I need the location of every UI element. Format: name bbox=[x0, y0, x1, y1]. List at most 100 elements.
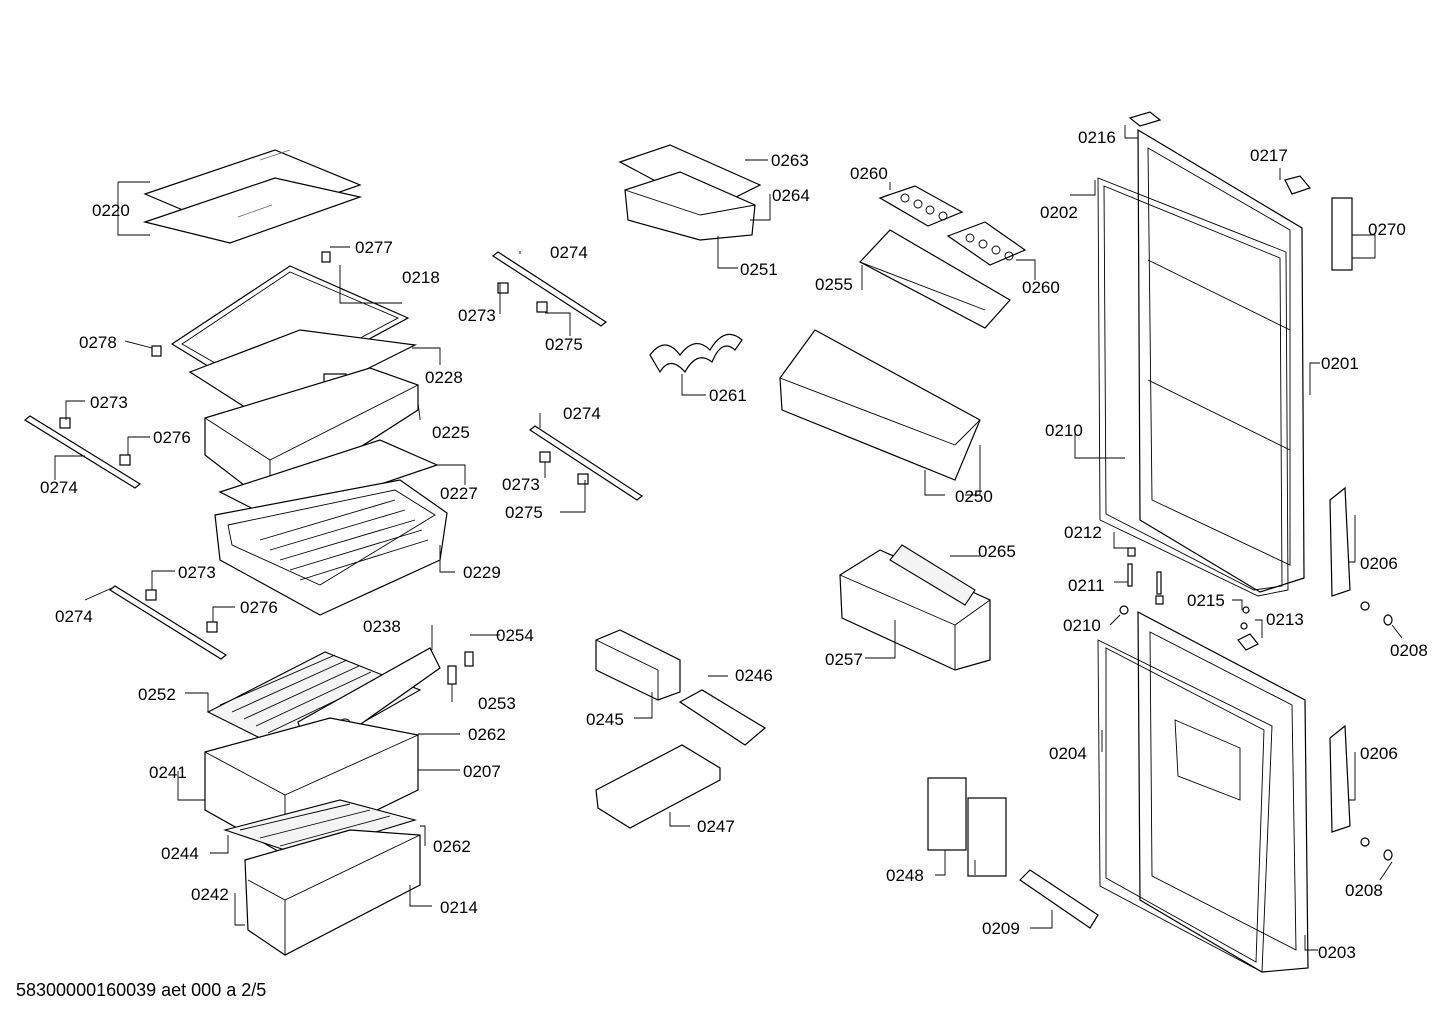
door-rack-part-0250 bbox=[779, 329, 981, 481]
callout-0248: 0248 bbox=[886, 866, 924, 885]
rail-part-0274-upper-left bbox=[23, 415, 142, 489]
callout-0278: 0278 bbox=[79, 333, 117, 352]
callout-0227: 0227 bbox=[440, 484, 478, 503]
callout-0275-mid-upper: 0275 bbox=[545, 335, 583, 354]
screw-part-0208-lower bbox=[1360, 837, 1393, 861]
document-id: 58300000160039 aet 000 a 2/5 bbox=[16, 980, 267, 1000]
door-gasket-part-0204 bbox=[1097, 639, 1273, 973]
callout-0210-upper: 0210 bbox=[1045, 421, 1083, 440]
callout-0255: 0255 bbox=[815, 275, 853, 294]
callout-0214: 0214 bbox=[440, 898, 478, 917]
callout-0274-left-lower: 0274 bbox=[55, 607, 93, 626]
callout-0208-upper: 0208 bbox=[1390, 641, 1428, 660]
callout-0273-mid-upper: 0273 bbox=[458, 306, 496, 325]
part-0254 bbox=[464, 651, 474, 667]
callout-0274-mid-upper: 0274 bbox=[550, 243, 588, 262]
box-part-0251 bbox=[624, 171, 756, 241]
callout-0207: 0207 bbox=[463, 762, 501, 781]
door-shelf-part-0255 bbox=[859, 229, 1011, 329]
callout-0203: 0203 bbox=[1318, 943, 1356, 962]
part-0253 bbox=[447, 665, 457, 685]
callout-0238: 0238 bbox=[363, 617, 401, 636]
wire-part-0244 bbox=[223, 799, 418, 856]
callout-0206-upper: 0206 bbox=[1360, 554, 1398, 573]
callout-0274-left-upper: 0274 bbox=[40, 478, 78, 497]
callout-0228: 0228 bbox=[425, 368, 463, 387]
callout-0262-upper: 0262 bbox=[468, 725, 506, 744]
callout-0211: 0211 bbox=[1068, 576, 1105, 595]
freezer-door-part-0203 bbox=[1137, 611, 1309, 973]
clip-part-0277 bbox=[321, 251, 331, 263]
callout-0253: 0253 bbox=[478, 694, 516, 713]
callout-0275-mid-lower: 0275 bbox=[505, 503, 543, 522]
callout-0263: 0263 bbox=[771, 151, 809, 170]
clip-part-0278 bbox=[151, 345, 162, 357]
egg-tray-part-0260-lower bbox=[946, 221, 1027, 266]
box-part-0245 bbox=[595, 629, 681, 701]
rail-part-0274-lower-middle bbox=[528, 425, 644, 501]
callout-0208-lower: 0208 bbox=[1345, 881, 1383, 900]
glass-shelf-part-0220 bbox=[142, 149, 363, 244]
screw-part-0208-upper bbox=[1360, 601, 1393, 626]
parts-0210-0211-0212-0213-0215 bbox=[1119, 547, 1259, 651]
callout-0262-lower: 0262 bbox=[433, 837, 471, 856]
tray-part-0247 bbox=[595, 744, 721, 829]
callout-0277: 0277 bbox=[355, 238, 393, 257]
handle-part-0206-lower bbox=[1329, 724, 1351, 833]
callout-0273-mid-lower: 0273 bbox=[502, 475, 540, 494]
callout-0201: 0201 bbox=[1321, 354, 1359, 373]
callout-0251: 0251 bbox=[740, 260, 778, 279]
callout-0216: 0216 bbox=[1078, 128, 1116, 147]
callout-0220: 0220 bbox=[92, 201, 130, 220]
callout-0229: 0229 bbox=[463, 563, 501, 582]
callout-0245: 0245 bbox=[586, 710, 624, 729]
door-gasket-part-0202 bbox=[1097, 177, 1289, 597]
callout-0260-upper: 0260 bbox=[850, 164, 888, 183]
callout-0247: 0247 bbox=[697, 817, 735, 836]
fridge-door-part-0201 bbox=[1137, 128, 1305, 593]
door-shelf-part-0257 bbox=[839, 549, 991, 671]
tray-part-0246 bbox=[678, 689, 767, 746]
callout-0260-lower: 0260 bbox=[1022, 278, 1060, 297]
insert-part-0261 bbox=[649, 333, 743, 374]
callout-0242: 0242 bbox=[191, 885, 229, 904]
callout-0210-lower: 0210 bbox=[1063, 616, 1101, 635]
handle-part-0206-upper bbox=[1329, 486, 1351, 597]
callout-0257: 0257 bbox=[825, 650, 863, 669]
part-0265 bbox=[889, 544, 976, 606]
callout-0250: 0250 bbox=[955, 487, 993, 506]
callout-0276-left-lower: 0276 bbox=[240, 598, 278, 617]
part-0216 bbox=[1128, 111, 1162, 127]
drawer-part-0242 bbox=[244, 829, 421, 956]
callout-0215: 0215 bbox=[1187, 591, 1225, 610]
crisper-drawer-part-0225 bbox=[204, 367, 419, 506]
ice-pack-part-0248 bbox=[927, 777, 1007, 877]
callout-0209: 0209 bbox=[982, 919, 1020, 938]
callout-0265: 0265 bbox=[978, 542, 1016, 561]
callout-0254: 0254 bbox=[496, 626, 534, 645]
callout-0252: 0252 bbox=[138, 685, 176, 704]
callout-0270: 0270 bbox=[1368, 220, 1406, 239]
drawer-part-0241 bbox=[204, 717, 419, 856]
callout-0202: 0202 bbox=[1040, 203, 1078, 222]
rail-part-0274-upper-middle bbox=[491, 251, 608, 327]
callout-0213: 0213 bbox=[1266, 610, 1304, 629]
freezer-drawer-part-0229 bbox=[214, 479, 448, 616]
callout-0212: 0212 bbox=[1064, 523, 1102, 542]
callout-0274-mid-lower: 0274 bbox=[563, 404, 601, 423]
callout-labels: 0220 0277 0218 0278 0228 0273 0276 0225 … bbox=[40, 128, 1428, 962]
callout-0264: 0264 bbox=[772, 186, 810, 205]
callout-0241: 0241 bbox=[149, 763, 187, 782]
callout-0273-left-upper: 0273 bbox=[90, 393, 128, 412]
callout-0273-left-lower: 0273 bbox=[178, 563, 216, 582]
hinge-cover-part-0270 bbox=[1331, 197, 1353, 271]
part-0217 bbox=[1284, 175, 1312, 195]
callout-0217: 0217 bbox=[1250, 146, 1288, 165]
callout-0276-left-upper: 0276 bbox=[153, 428, 191, 447]
egg-tray-part-0260-upper bbox=[878, 185, 964, 227]
callout-0206-lower: 0206 bbox=[1360, 744, 1398, 763]
callout-0246: 0246 bbox=[735, 666, 773, 685]
callout-0218: 0218 bbox=[402, 268, 440, 287]
panel-part-0209 bbox=[1019, 869, 1099, 929]
